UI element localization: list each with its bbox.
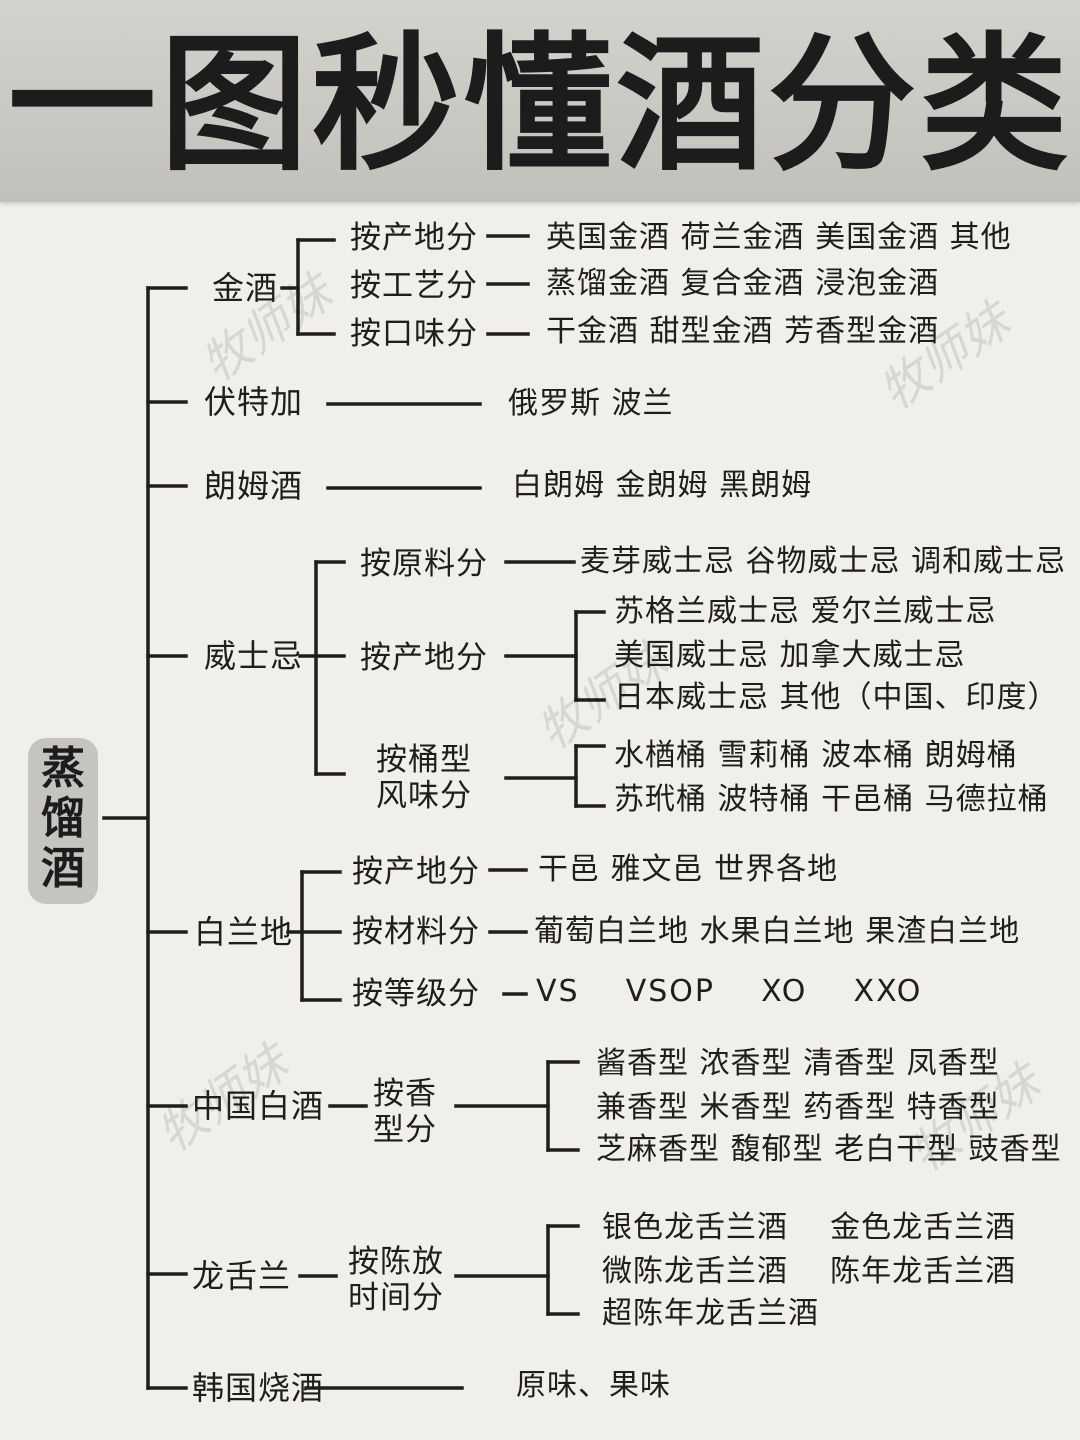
vodka-items: 俄罗斯 波兰: [508, 386, 674, 421]
whisky-by-origin-row-1: 苏格兰威士忌 爱尔兰威士忌: [614, 594, 997, 629]
header-band: [0, 0, 1080, 202]
brandy-label: 白兰地: [194, 913, 294, 951]
tequila-by-age-label: 按陈放时间分: [348, 1244, 444, 1316]
baijiu-by-aroma-row-1: 酱香型 浓香型 清香型 凤香型: [596, 1046, 1000, 1081]
whisky-by-cask-row-2: 苏玳桶 波特桶 干邑桶 马德拉桶: [614, 782, 1049, 817]
whisky-label: 威士忌: [204, 637, 304, 675]
whisky-by-origin-row-2: 美国威士忌 加拿大威士忌: [614, 638, 966, 673]
baijiu-label: 中国白酒: [192, 1087, 325, 1125]
brandy-by-origin-items: 干邑 雅文邑 世界各地: [538, 852, 839, 887]
gin-by-origin-label: 按产地分: [350, 220, 478, 256]
baijiu-by-aroma-label: 按香型分: [373, 1076, 437, 1148]
soju-label: 韩国烧酒: [192, 1369, 325, 1407]
tequila-label: 龙舌兰: [192, 1257, 292, 1295]
root-badge: [28, 738, 98, 904]
baijiu-by-aroma-row-2: 兼香型 米香型 药香型 特香型: [596, 1090, 1000, 1125]
whisky-by-material-label: 按原料分: [360, 546, 488, 582]
whisky-by-origin-label: 按产地分: [360, 640, 488, 676]
brandy-by-material-label: 按材料分: [352, 914, 480, 950]
rum-items: 白朗姆 金朗姆 黑朗姆: [512, 468, 813, 503]
root-label: 蒸馏酒: [41, 743, 85, 894]
whisky-by-origin-row-3: 日本威士忌 其他（中国、印度）: [614, 680, 1059, 715]
brandy-by-grade-items: VS VSOP XO XXO: [536, 974, 923, 1009]
gin-by-taste-label: 按口味分: [350, 316, 478, 352]
gin-by-process-label: 按工艺分: [350, 268, 478, 304]
baijiu-by-aroma-row-3: 芝麻香型 馥郁型 老白干型 豉香型: [596, 1132, 1062, 1167]
brandy-by-material-items: 葡萄白兰地 水果白兰地 果渣白兰地: [534, 914, 1021, 949]
brandy-by-origin-label: 按产地分: [352, 854, 480, 890]
rum-label: 朗姆酒: [204, 467, 304, 505]
whisky-by-cask-label: 按桶型风味分: [376, 742, 472, 814]
gin-label: 金酒: [212, 269, 279, 307]
tequila-by-age-row-2: 微陈龙舌兰酒 陈年龙舌兰酒: [602, 1254, 1017, 1289]
gin-by-taste-items: 干金酒 甜型金酒 芳香型金酒: [546, 314, 940, 349]
soju-items: 原味、果味: [516, 1368, 671, 1403]
gin-by-origin-items: 英国金酒 荷兰金酒 美国金酒 其他: [546, 220, 1012, 255]
vodka-label: 伏特加: [204, 383, 304, 421]
whisky-by-cask-row-1: 水楢桶 雪莉桶 波本桶 朗姆桶: [614, 738, 1018, 773]
whisky-by-material-items: 麦芽威士忌 谷物威士忌 调和威士忌: [580, 544, 1067, 579]
gin-by-process-items: 蒸馏金酒 复合金酒 浸泡金酒: [546, 266, 940, 301]
tequila-by-age-row-1: 银色龙舌兰酒 金色龙舌兰酒: [602, 1210, 1017, 1245]
brandy-by-grade-label: 按等级分: [352, 976, 480, 1012]
tequila-by-age-row-3: 超陈年龙舌兰酒: [602, 1296, 819, 1331]
page-title: 一图秒懂酒分类: [8, 19, 1072, 191]
